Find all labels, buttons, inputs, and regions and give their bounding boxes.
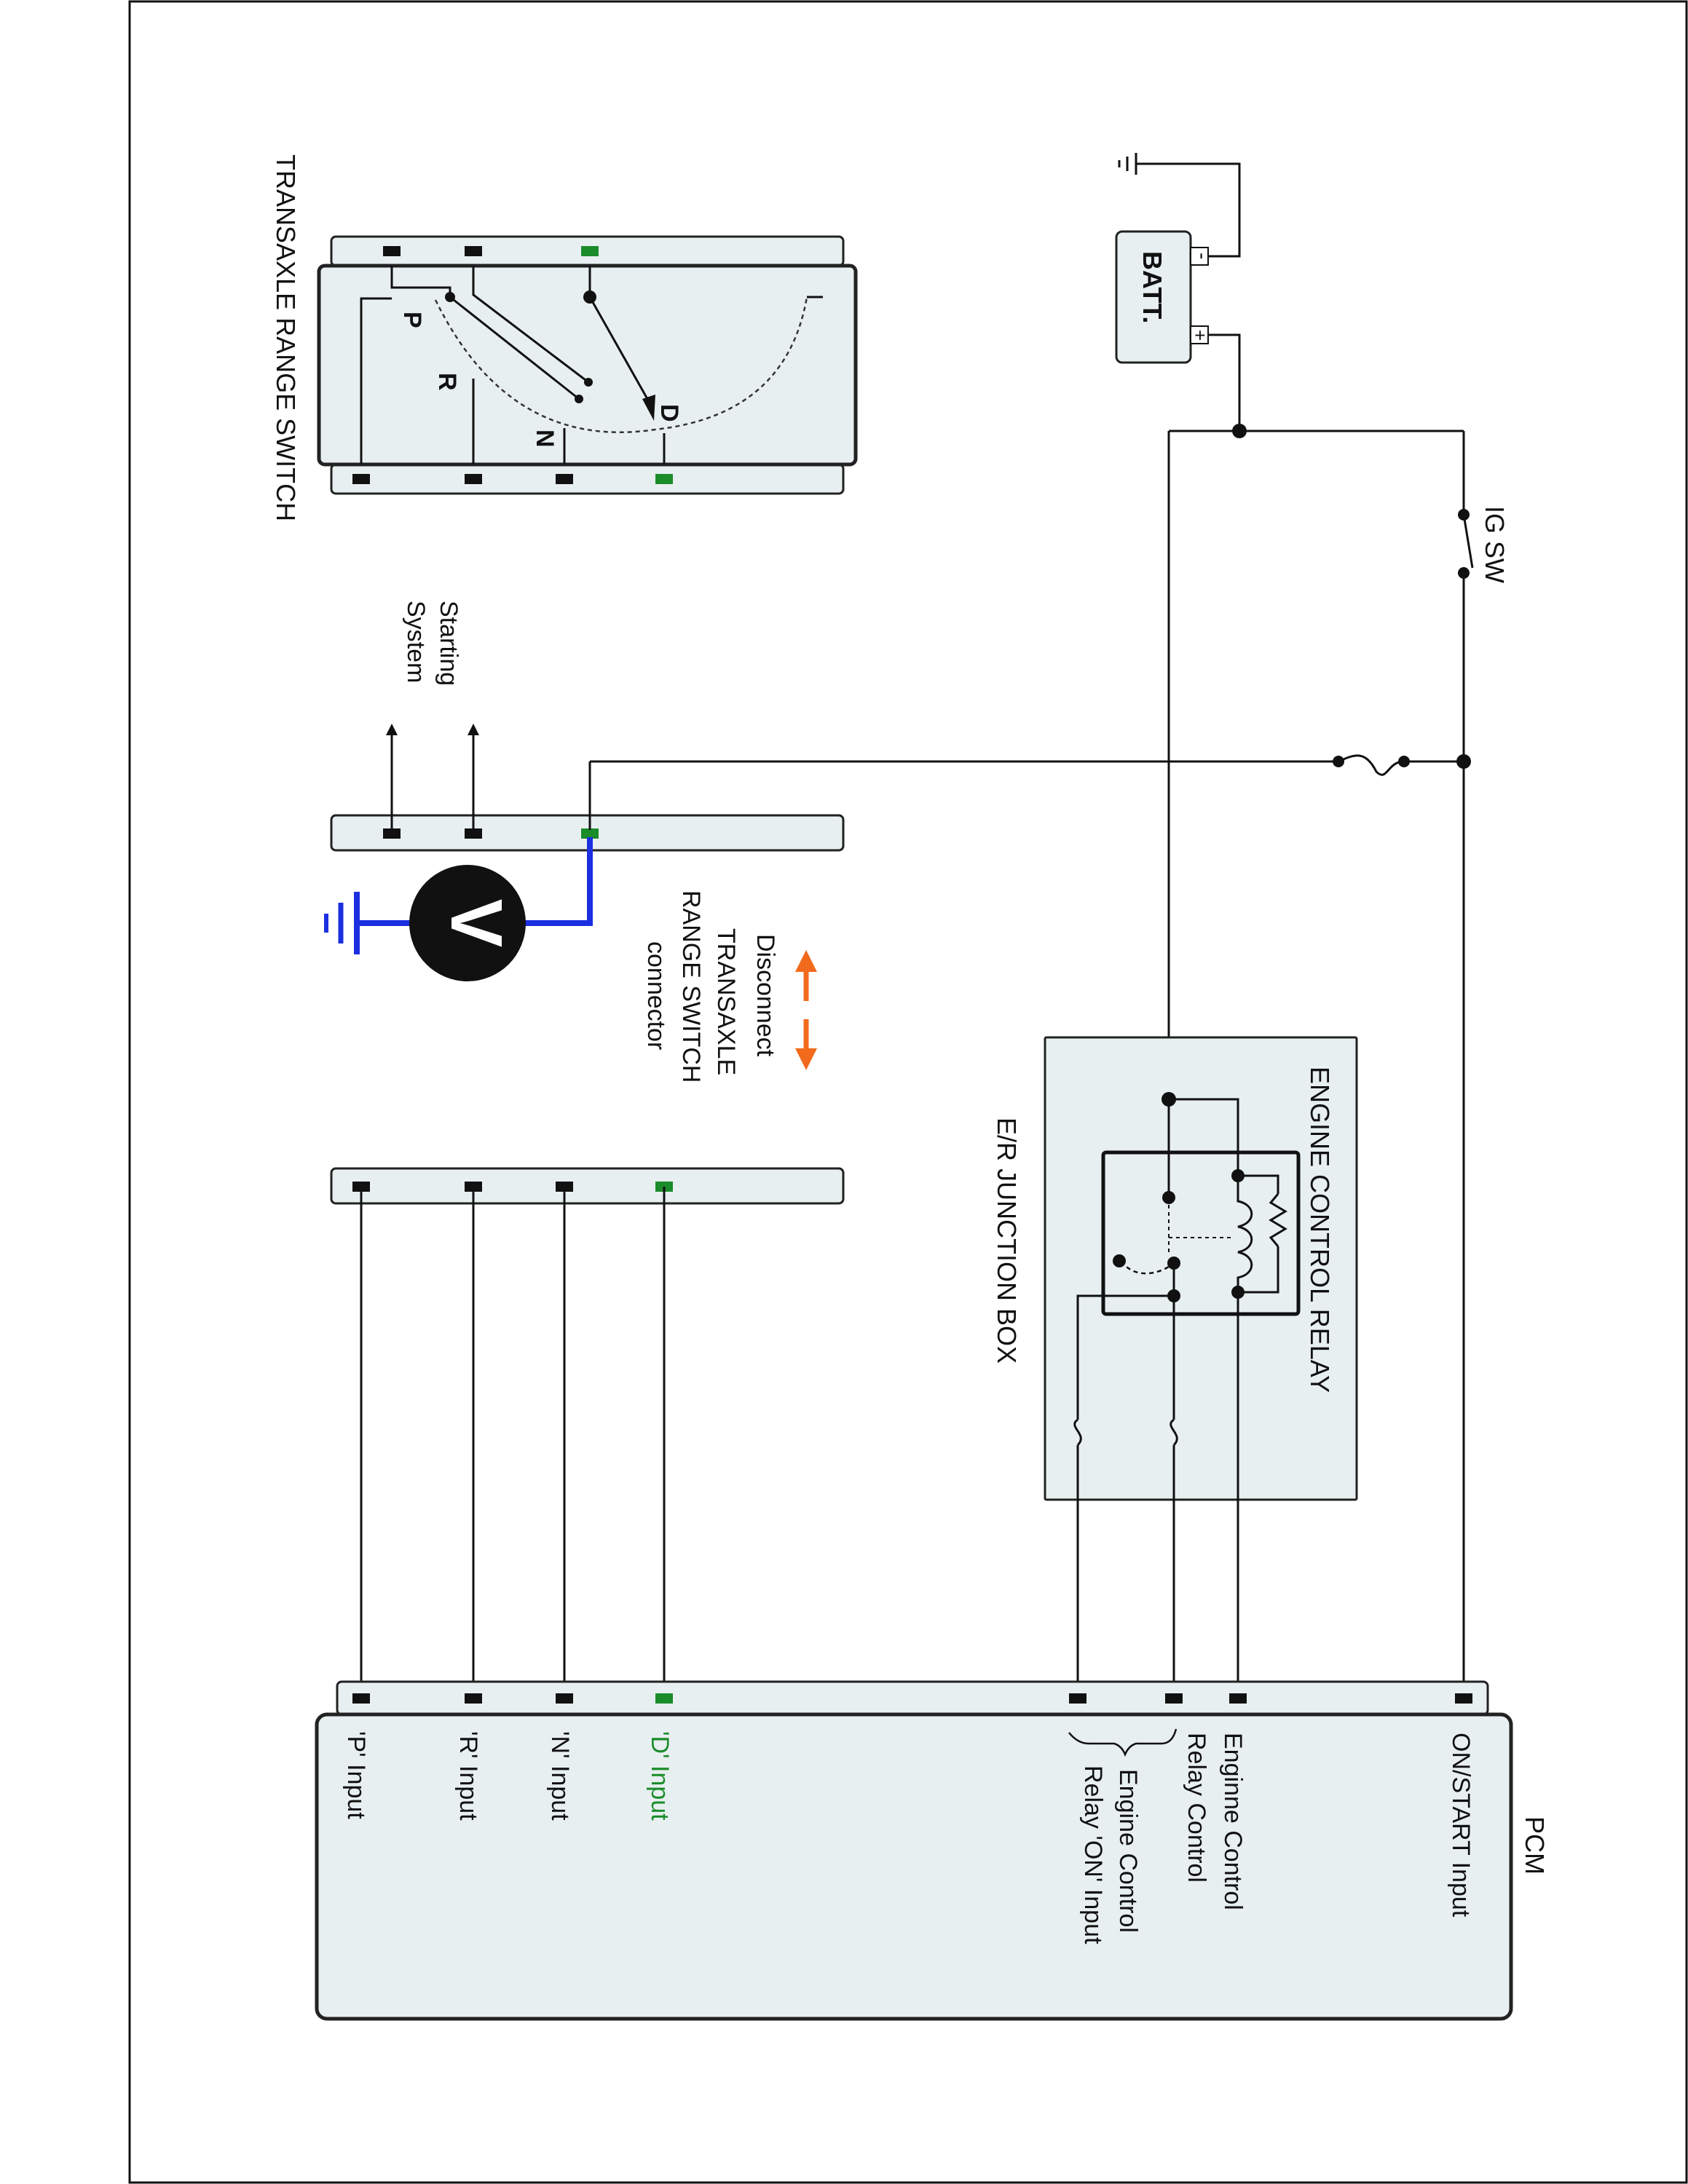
starting-arrow-1: [386, 724, 398, 735]
system-label: System: [402, 601, 430, 683]
switch-harness-connector: Starting System: [330, 601, 845, 852]
er-junction-box: ENGINE CONTROL RELAY E/R JUNCTION BOX: [992, 1036, 1358, 1696]
switch-connector-strip-bottom: [330, 463, 845, 495]
p-input-label: 'P' Input: [342, 1731, 370, 1819]
jumper-icon-1: [1073, 1418, 1082, 1447]
meter-body: [409, 865, 526, 981]
harness-pin-2: [465, 828, 482, 839]
battery-label: BATT.: [1137, 251, 1167, 323]
battery-plus: +: [1189, 330, 1211, 341]
ecr-on-label-1: Engine Control: [1114, 1769, 1142, 1933]
disconnect-label-1: Disconnect: [752, 934, 779, 1057]
switch-pos-n: N: [531, 430, 559, 448]
pcm-title: PCM: [1520, 1816, 1550, 1875]
disconnect-label-4: connector: [642, 941, 670, 1050]
disconnect-arrow-up-icon: [795, 950, 817, 972]
relay-title: ENGINE CONTROL RELAY: [1305, 1067, 1335, 1393]
pcm-pin-p: [352, 1693, 370, 1704]
pcm-pin-d: [655, 1693, 673, 1704]
range-switch-title: TRANSAXLE RANGE SWITCH: [271, 154, 301, 521]
ig-switch-blade: [1462, 514, 1474, 569]
meter-lead: [524, 837, 593, 926]
switch-pin-top-1: [383, 246, 401, 256]
switch-pin-bottom-4: [655, 474, 673, 484]
battery-minus: -: [1191, 253, 1214, 259]
r-input-label: 'R' Input: [454, 1731, 482, 1821]
relay-coil-icon: [1237, 1176, 1253, 1292]
ecr-on-label-2: Relay 'ON' Input: [1079, 1765, 1107, 1944]
switch-selector-arc: [434, 296, 808, 433]
disconnect-indicator: Disconnect TRANSAXLE RANGE SWITCH connec…: [642, 890, 817, 1083]
switch-body: [317, 264, 858, 467]
on-start-label: ON/START Input: [1447, 1733, 1475, 1918]
ig-sw-label: IG SW: [1480, 506, 1510, 583]
pcm-pin-r: [465, 1693, 482, 1704]
starting-arrow-2: [468, 724, 479, 735]
junction-box-label: E/R JUNCTION BOX: [992, 1117, 1022, 1364]
ecr-on-brace: [1068, 1728, 1178, 1757]
pcm: PCM ON/START Input Enginne Control Relay…: [315, 1680, 1550, 2021]
disconnect-label-3: RANGE SWITCH: [677, 890, 705, 1083]
battery-circuit: BATT. - + IG SW: [588, 153, 1510, 1696]
voltmeter: V: [324, 837, 593, 981]
pcm-pin-relay-control-2: [1229, 1693, 1247, 1704]
switch-pin-bottom-1: [352, 474, 370, 484]
switch-pin-bottom-2: [465, 474, 482, 484]
pcm-pin-relay-on: [1069, 1693, 1086, 1704]
switch-pin-bottom-3: [556, 474, 573, 484]
pcm-side-connector: [330, 1167, 845, 1696]
starting-label: Starting: [435, 601, 462, 686]
disconnect-arrow-down-icon: [795, 1048, 817, 1070]
pcm-body: [315, 1712, 1513, 2021]
pcm-pin-n: [556, 1693, 573, 1704]
ecr-control-label-1: Enginne Control: [1219, 1733, 1247, 1910]
switch-pin-top-2: [465, 246, 482, 256]
battery-body: [1115, 230, 1192, 364]
switch-contact-arrow: [642, 395, 655, 421]
page-frame: [128, 0, 1688, 2184]
switch-pin-top-3: [581, 246, 599, 256]
pcm-connector-strip: [336, 1680, 1489, 1716]
pcm-side-connector-body: [330, 1167, 845, 1205]
fuse-icon: [1338, 754, 1405, 776]
disconnect-label-2: TRANSAXLE: [712, 928, 740, 1075]
battery-neg-terminal: [1190, 247, 1209, 266]
relay-resistor-icon: [1269, 1193, 1287, 1247]
transaxle-range-switch: P R N D TRANSAXLE RANGE SWITCH: [271, 154, 858, 521]
harness-pin-3: [581, 828, 599, 839]
switch-pos-d: D: [655, 404, 683, 422]
switch-pos-p: P: [398, 312, 426, 328]
switch-pos-r: R: [433, 373, 461, 391]
d-input-label: 'D' Input: [646, 1731, 674, 1821]
jumper-icon-2: [1170, 1418, 1178, 1447]
harness-pin-1: [383, 828, 401, 839]
pcm-pin-on-start: [1455, 1693, 1472, 1704]
n-input-label: 'N' Input: [546, 1731, 574, 1821]
ecr-control-label-2: Relay Control: [1183, 1733, 1210, 1883]
pcm-pin-relay-control: [1165, 1693, 1183, 1704]
meter-label: V: [435, 899, 517, 948]
